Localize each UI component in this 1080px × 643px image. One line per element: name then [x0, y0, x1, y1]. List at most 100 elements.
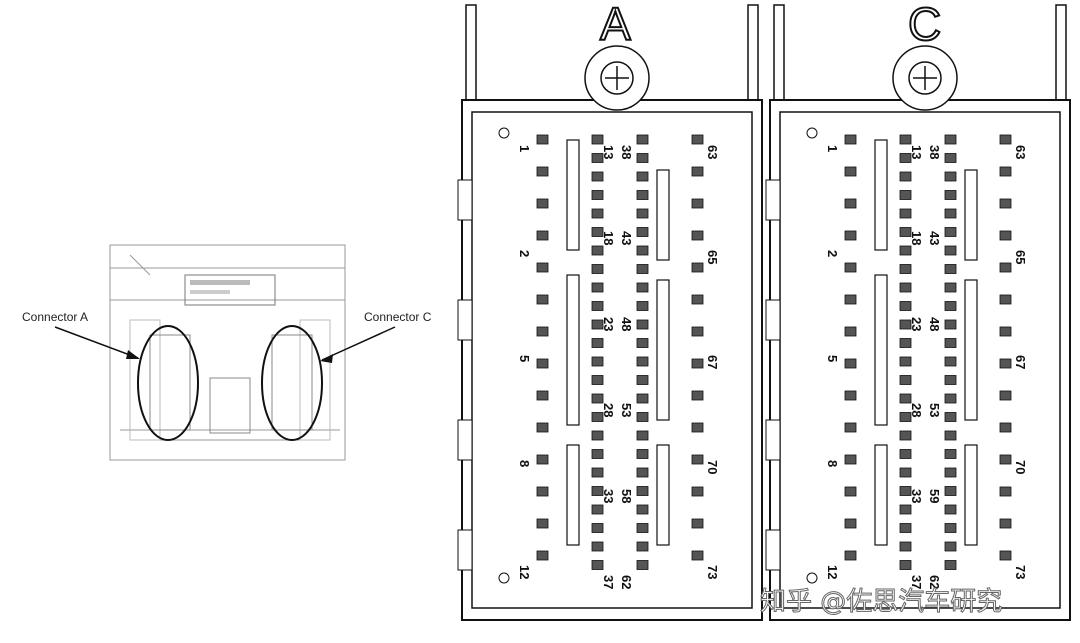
pin-number-label: 12: [825, 565, 840, 579]
pin-number-label: 12: [517, 565, 532, 579]
pin-cell: [999, 550, 1012, 561]
pin-cell: [944, 375, 957, 385]
pin-number-label: 18: [601, 231, 616, 245]
pin-cell: [944, 467, 957, 478]
pin-cell: [636, 301, 649, 311]
pin-cell: [844, 550, 857, 561]
connector-c-sketch: [271, 334, 313, 431]
pin-cell: [944, 134, 957, 145]
pin-number-label: 13: [909, 145, 924, 159]
pin-number-label: 2: [825, 250, 840, 257]
connector-b-sketch: [209, 377, 251, 434]
pin-cell: [691, 550, 704, 561]
pin-cell: [591, 153, 604, 163]
pin-cell: [899, 412, 912, 422]
pin-number-label: 33: [601, 489, 616, 503]
screw-hole: [600, 61, 634, 95]
pin-cell: [999, 422, 1012, 433]
pin-cell: [536, 230, 549, 241]
pin-number-label: 5: [517, 355, 532, 362]
pin-cell: [899, 393, 912, 404]
pin-cell: [691, 198, 704, 209]
pin-cell: [899, 245, 912, 256]
pin-cell: [999, 262, 1012, 273]
pin-number-label: 48: [927, 317, 942, 331]
pin-cell: [636, 375, 649, 385]
pin-cell: [636, 523, 649, 533]
pin-cell: [844, 454, 857, 465]
side-tab: [765, 179, 781, 221]
pin-cell: [636, 393, 649, 404]
slot-bar: [656, 279, 670, 421]
pin-cell: [899, 449, 912, 459]
pin-cell: [536, 550, 549, 561]
slot-bar: [964, 444, 978, 546]
pin-cell: [636, 134, 649, 145]
pin-cell: [944, 153, 957, 163]
side-tab: [765, 299, 781, 341]
pin-cell: [999, 166, 1012, 177]
pin-cell: [899, 486, 912, 496]
pin-cell: [536, 262, 549, 273]
corner-dot: [498, 572, 510, 584]
connector-a-sketch: [149, 334, 191, 431]
side-tab: [457, 419, 473, 461]
pin-cell: [899, 375, 912, 385]
pin-cell: [591, 523, 604, 533]
pin-cell: [591, 486, 604, 496]
slot-bar: [566, 444, 580, 546]
side-tab: [457, 529, 473, 571]
pin-cell: [536, 198, 549, 209]
pin-cell: [636, 338, 649, 348]
pin-cell: [899, 430, 912, 441]
pin-cell: [591, 301, 604, 311]
pin-cell: [944, 393, 957, 404]
slot-bar: [874, 274, 888, 426]
pin-cell: [591, 430, 604, 441]
pin-number-label: 73: [705, 565, 720, 579]
pin-cell: [944, 245, 957, 256]
pin-number-label: 23: [909, 317, 924, 331]
connector-inner-frame: [779, 111, 1061, 609]
pin-cell: [844, 518, 857, 529]
pin-cell: [899, 467, 912, 478]
pin-cell: [691, 358, 704, 369]
pin-cell: [844, 358, 857, 369]
pin-cell: [591, 393, 604, 404]
pin-number-label: 28: [601, 403, 616, 417]
pin-cell: [944, 523, 957, 533]
pin-number-label: 67: [705, 355, 720, 369]
pin-cell: [999, 230, 1012, 241]
pin-cell: [899, 227, 912, 237]
pin-cell: [944, 319, 957, 330]
pin-cell: [944, 208, 957, 219]
pin-cell: [899, 319, 912, 330]
pin-number-label: 53: [927, 403, 942, 417]
pin-number-label: 62: [927, 575, 942, 589]
pin-cell: [591, 319, 604, 330]
connector-c-label: Connector C: [364, 310, 432, 324]
pin-cell: [536, 358, 549, 369]
pin-number-label: 48: [619, 317, 634, 331]
connector-a-highlight: [137, 325, 199, 441]
pin-cell: [944, 504, 957, 515]
connector-letter: C: [908, 0, 941, 50]
pin-cell: [691, 262, 704, 273]
pin-cell: [591, 282, 604, 293]
pin-number-label: 8: [825, 460, 840, 467]
pin-cell: [944, 264, 957, 274]
pin-number-label: 23: [601, 317, 616, 331]
pin-number-label: 63: [705, 145, 720, 159]
pin-number-label: 63: [1013, 145, 1028, 159]
pin-cell: [636, 227, 649, 237]
pin-cell: [944, 338, 957, 348]
pin-cell: [999, 294, 1012, 305]
connector-c-arrow: [321, 326, 396, 361]
pin-cell: [591, 208, 604, 219]
connector-a-arrowhead: [126, 350, 140, 359]
pin-cell: [944, 560, 957, 570]
pin-cell: [899, 356, 912, 367]
pin-cell: [591, 245, 604, 256]
pin-cell: [536, 486, 549, 497]
